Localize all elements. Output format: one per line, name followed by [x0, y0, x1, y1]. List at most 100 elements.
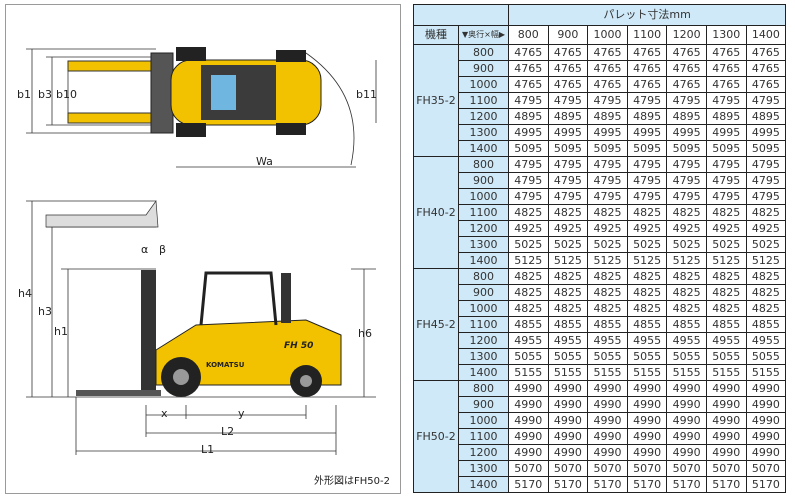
length-value: 5125 [626, 252, 668, 269]
length-value: 4990 [705, 396, 747, 413]
length-value: 4765 [626, 60, 668, 77]
length-value: 5095 [666, 140, 707, 157]
length-value: 4765 [547, 60, 589, 77]
length-value: 4825 [745, 284, 787, 301]
length-value: 4990 [666, 444, 707, 461]
depth-label: 1200 [458, 332, 509, 349]
length-value: 4765 [587, 60, 628, 77]
length-value: 4995 [626, 124, 668, 141]
length-value: 5155 [626, 364, 668, 381]
length-value: 5125 [547, 252, 589, 269]
length-value: 4825 [745, 204, 787, 221]
length-value: 4990 [547, 412, 589, 429]
depth-label: 1000 [458, 300, 509, 317]
length-value: 5025 [745, 236, 787, 253]
truck-model-mark: FH 50 [284, 341, 314, 351]
length-value: 4990 [508, 396, 549, 413]
length-value: 4795 [705, 156, 747, 173]
dim-b11: b11 [356, 88, 377, 101]
model-name: FH35-2 [413, 44, 459, 157]
length-value: 4895 [745, 108, 787, 125]
length-value: 4990 [705, 444, 747, 461]
length-value: 4855 [666, 316, 707, 333]
depth-label: 800 [458, 44, 509, 61]
length-value: 5155 [705, 364, 747, 381]
length-value: 5070 [547, 460, 589, 477]
length-value: 4765 [705, 60, 747, 77]
length-value: 4795 [745, 92, 787, 109]
length-value: 4765 [705, 76, 747, 93]
length-value: 4795 [626, 172, 668, 189]
length-value: 5055 [705, 348, 747, 365]
brand-mark: KOMATSU [206, 361, 245, 369]
length-value: 4990 [508, 428, 549, 445]
length-value: 4825 [508, 284, 549, 301]
length-value: 4825 [508, 300, 549, 317]
length-value: 5125 [666, 252, 707, 269]
depth-label: 800 [458, 268, 509, 285]
length-value: 4895 [705, 108, 747, 125]
length-value: 5070 [745, 460, 787, 477]
length-value: 4795 [587, 188, 628, 205]
length-value: 4990 [745, 380, 787, 397]
length-value: 5055 [547, 348, 589, 365]
length-value: 4795 [547, 172, 589, 189]
model-name: FH50-2 [413, 380, 459, 493]
length-value: 4765 [508, 44, 549, 61]
length-value: 5170 [626, 476, 668, 493]
length-value: 4955 [587, 332, 628, 349]
length-value: 4765 [508, 76, 549, 93]
dim-b1: b1 [17, 88, 31, 101]
length-value: 4955 [666, 332, 707, 349]
length-value: 4990 [547, 380, 589, 397]
length-value: 5125 [508, 252, 549, 269]
depth-label: 900 [458, 172, 509, 189]
length-value: 4990 [626, 380, 668, 397]
length-value: 5055 [587, 348, 628, 365]
length-value: 4765 [745, 44, 787, 61]
length-value: 4795 [705, 172, 747, 189]
depth-label: 1200 [458, 108, 509, 125]
length-value: 4990 [745, 428, 787, 445]
length-value: 4925 [666, 220, 707, 237]
depth-label: 1200 [458, 220, 509, 237]
length-value: 5070 [626, 460, 668, 477]
length-value: 4765 [705, 44, 747, 61]
dim-x: x [161, 407, 168, 420]
length-value: 5155 [547, 364, 589, 381]
length-value: 4795 [626, 92, 668, 109]
length-value: 4990 [547, 444, 589, 461]
length-value: 5170 [587, 476, 628, 493]
dim-b3: b3 [38, 88, 52, 101]
depth-label: 1000 [458, 76, 509, 93]
length-value: 4990 [626, 396, 668, 413]
length-value: 4825 [666, 284, 707, 301]
length-value: 4990 [626, 428, 668, 445]
length-value: 4925 [705, 220, 747, 237]
length-value: 4995 [587, 124, 628, 141]
length-value: 4795 [666, 188, 707, 205]
dim-alpha: α [141, 243, 149, 256]
length-value: 4825 [587, 204, 628, 221]
depth-label: 1100 [458, 204, 509, 221]
width-header: 1100 [626, 25, 668, 45]
depth-label: 900 [458, 284, 509, 301]
length-value: 4795 [587, 172, 628, 189]
length-value: 5125 [745, 252, 787, 269]
depth-label: 800 [458, 380, 509, 397]
length-value: 5025 [666, 236, 707, 253]
length-value: 4825 [587, 300, 628, 317]
length-value: 5055 [745, 348, 787, 365]
